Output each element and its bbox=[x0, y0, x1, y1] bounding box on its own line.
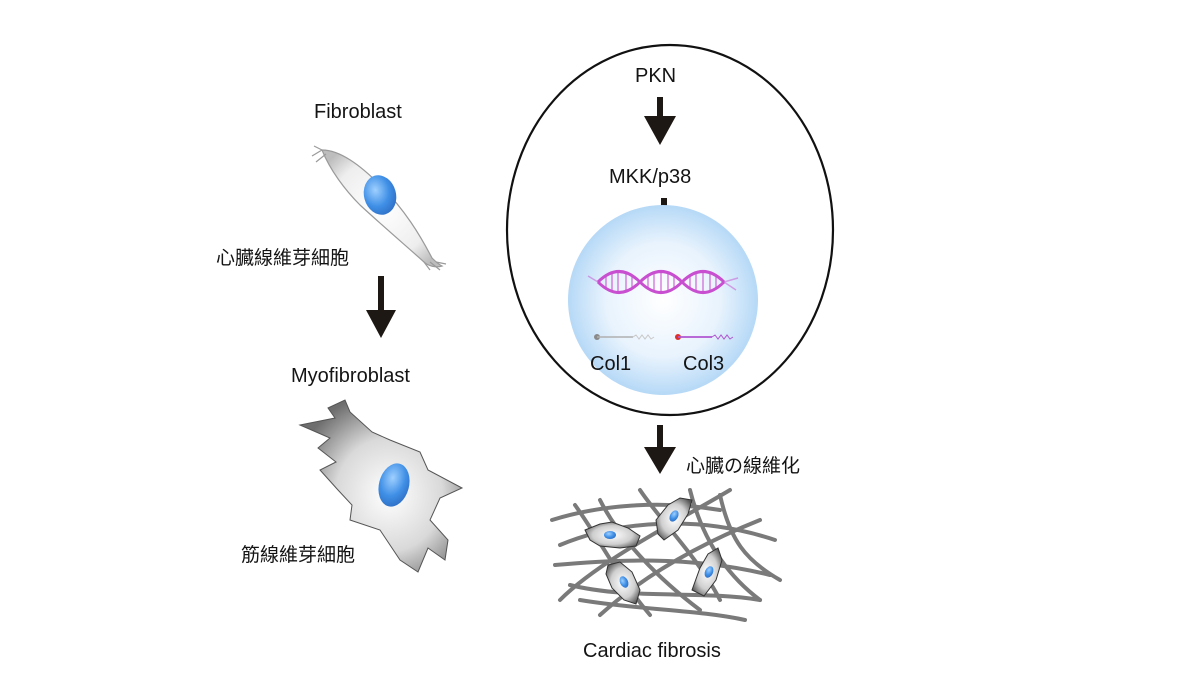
fibroblast-nucleus bbox=[363, 175, 397, 215]
fibrosis-arrow-icon bbox=[644, 425, 676, 474]
col3-label: Col3 bbox=[683, 353, 725, 375]
fibrosis-cells bbox=[584, 497, 723, 605]
fibroblast-label: Fibroblast bbox=[314, 101, 402, 123]
col3-transcript-icon bbox=[675, 334, 734, 340]
myofibroblast-label-jp: 筋線維芽細胞 bbox=[241, 544, 356, 566]
cardiac-fibrosis-label: Cardiac fibrosis bbox=[583, 640, 721, 662]
dna-helix-icon bbox=[587, 270, 739, 294]
mini-myofibroblast-icon bbox=[655, 497, 693, 541]
mini-myofibroblast-icon bbox=[584, 521, 641, 549]
pkn-label: PKN bbox=[635, 65, 677, 87]
myofibroblast-cell-icon bbox=[298, 399, 464, 573]
col1-transcript-icon bbox=[594, 334, 655, 340]
cell-membrane-outline bbox=[505, 43, 835, 417]
pkn-to-mkk-arrow-icon bbox=[644, 97, 676, 145]
fibroblast-label-jp: 心臓線維芽細胞 bbox=[216, 247, 350, 269]
col1-label: Col1 bbox=[590, 353, 632, 375]
nucleus-sphere bbox=[568, 205, 758, 395]
mini-myofibroblast-icon bbox=[605, 561, 641, 605]
fibroblast-cell-icon bbox=[311, 145, 447, 271]
myofibroblast-label: Myofibroblast bbox=[291, 365, 410, 387]
fibrosis-tissue-icon bbox=[550, 488, 782, 622]
mkk-p38-label: MKK/p38 bbox=[609, 166, 692, 188]
mini-myofibroblast-icon bbox=[691, 547, 723, 597]
myofibroblast-nucleus bbox=[378, 463, 410, 507]
differentiation-arrow-icon bbox=[366, 276, 396, 338]
fibrosis-arrow-label-jp: 心臓の線維化 bbox=[686, 455, 801, 477]
